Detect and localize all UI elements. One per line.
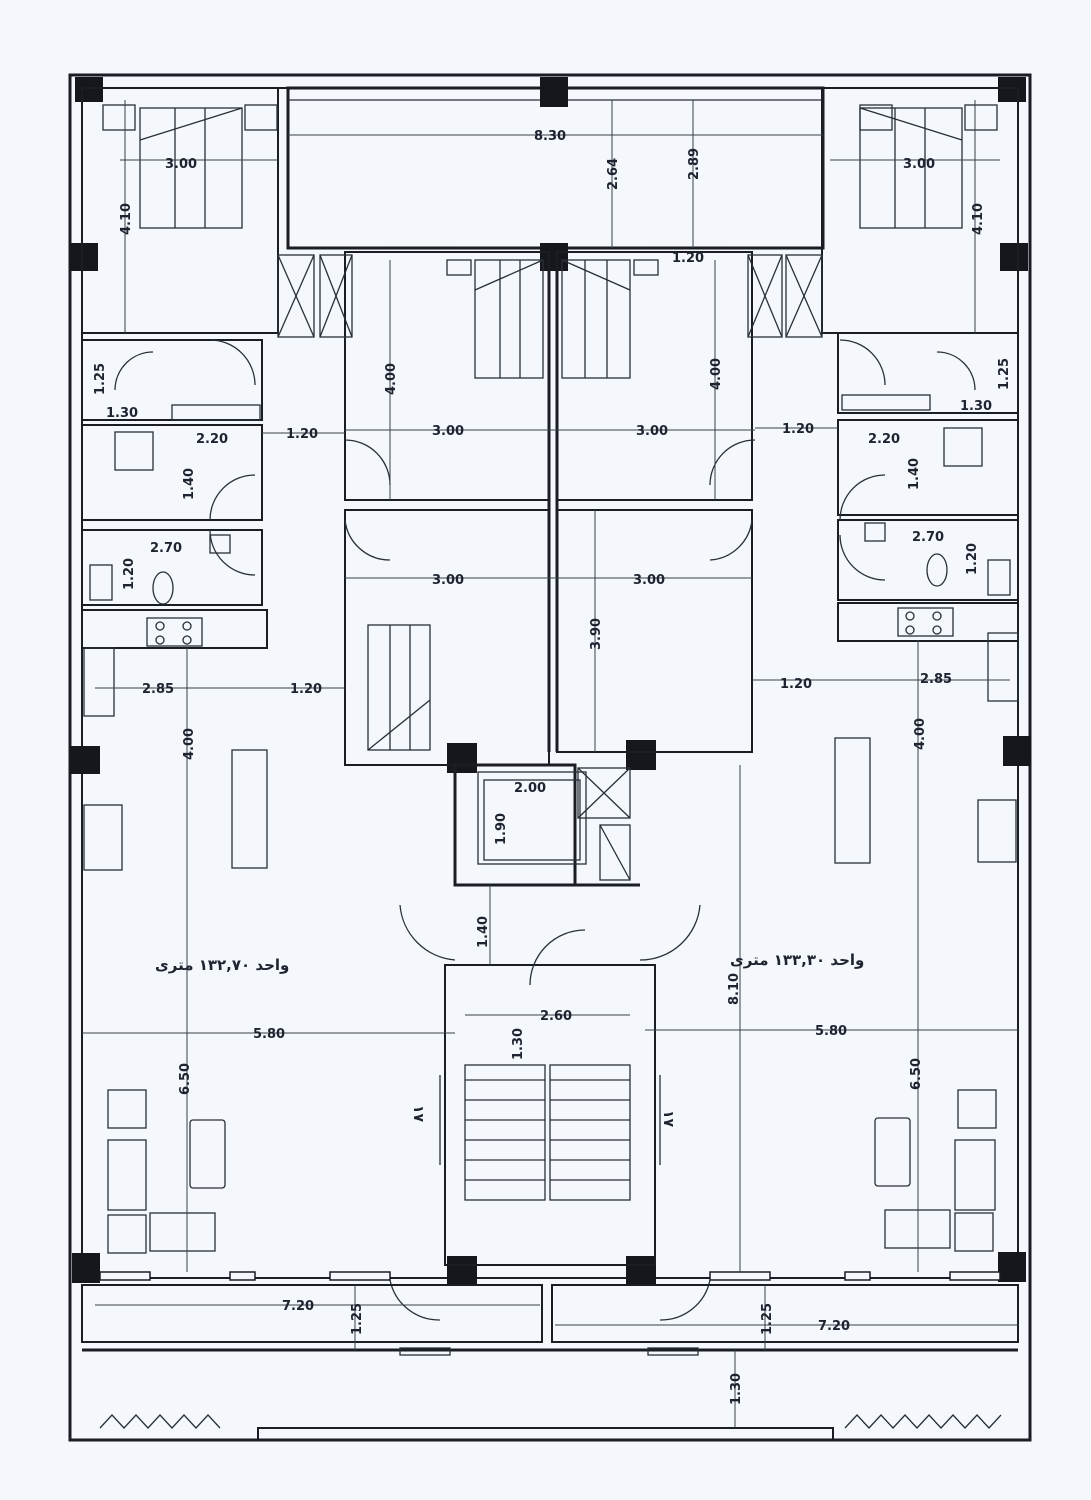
dim-bath-right-w: 2.20: [868, 432, 900, 447]
dim-stair-w: 2.60: [540, 1009, 572, 1024]
dim-liv-right-h: 6.50: [909, 1058, 924, 1090]
dim-bath-right-h: 1.40: [907, 458, 922, 490]
dim-balc-left-w: 7.20: [282, 1299, 314, 1314]
columns: [70, 77, 1031, 1286]
bedroom-low-right: [556, 509, 753, 753]
dim-top-width: 8.30: [534, 129, 566, 144]
dim-liv-right-w: 5.80: [815, 1024, 847, 1039]
bedroom-low-left: [344, 509, 550, 766]
dim-wash-left-h: 1.20: [122, 558, 137, 590]
dim-corr-left: 1.20: [286, 427, 318, 442]
dim-liv-left-w: 5.80: [253, 1027, 285, 1042]
dim-top-h1: 2.64: [606, 158, 621, 190]
dim-lift-w: 2.00: [514, 781, 546, 796]
dim-kit-right-h: 4.00: [913, 718, 928, 750]
dim-wash-right-h: 1.20: [965, 543, 980, 575]
dimension-lines: [82, 100, 1018, 1428]
dim-balc-right-w: 7.20: [818, 1319, 850, 1334]
dim-wash-right-w: 2.70: [912, 530, 944, 545]
dim-bed-left-h: 4.10: [119, 203, 134, 235]
living-furniture-left: [107, 1089, 226, 1254]
dim-unit-left-total: 8.10: [727, 973, 742, 1005]
living-furniture-right: [874, 1089, 997, 1252]
dim-kit-left-corr: 1.20: [290, 682, 322, 697]
dim-corr-right: 1.20: [782, 422, 814, 437]
dim-balc-right-h: 1.25: [760, 1303, 775, 1335]
dim-wc-right-w: 1.30: [960, 399, 992, 414]
dim-balc-left-h: 1.25: [350, 1303, 365, 1335]
bedroom-mid-left: [344, 251, 550, 501]
bedroom-top-right: [821, 87, 1019, 334]
dim-bed-right-w: 3.00: [903, 157, 935, 172]
kitchen-left: [83, 647, 268, 871]
dim-lobby-h: 1.40: [476, 916, 491, 948]
dim-kit-right-w: 2.85: [920, 672, 952, 687]
stair-count-left: ۱۷: [410, 1105, 426, 1123]
dim-bed-mid-right-h: 4.00: [709, 358, 724, 390]
dim-bath-left-h: 1.40: [182, 468, 197, 500]
wardrobes: [277, 254, 823, 881]
wet-rooms-left: [81, 339, 268, 649]
dim-bed-low-right-w: 3.00: [633, 573, 665, 588]
doors: [114, 339, 976, 1321]
dim-bed-mid-left-h: 4.00: [384, 363, 399, 395]
dim-lift-h: 1.90: [494, 813, 509, 845]
dim-bed-low-left-w: 3.00: [432, 573, 464, 588]
dim-wc-left-w: 1.30: [106, 406, 138, 421]
top-bay: [286, 86, 825, 250]
dim-bed-mid-right-w: 3.00: [636, 424, 668, 439]
dim-bath-left-w: 2.20: [196, 432, 228, 447]
wet-rooms-right: [837, 332, 1019, 642]
dim-top-h2: 2.89: [687, 148, 702, 180]
front-windows: [99, 1271, 1001, 1281]
dim-bed-right-h: 4.10: [971, 203, 986, 235]
dim-kit-right-corr: 1.20: [780, 677, 812, 692]
unit-label-right: واحد ۱۳۳,۳۰ متری: [730, 951, 864, 969]
dim-kit-left-w: 2.85: [142, 682, 174, 697]
balcony: [81, 1284, 1019, 1441]
dimension-labels: 8.30 2.64 2.89 1.20 3.00 4.10 3.00 4.10 …: [93, 129, 1012, 1405]
dim-balc-depth: 1.30: [729, 1373, 744, 1405]
dim-wc-left-h: 1.25: [93, 363, 108, 395]
bedroom-top-left: [81, 87, 279, 334]
unit-label-left: واحد ۱۳۲,۷۰ متری: [155, 956, 289, 974]
dim-bed-mid-left-w: 3.00: [432, 424, 464, 439]
dim-wc-right-h: 1.25: [997, 358, 1012, 390]
dim-bed-low-right-h: 3.90: [589, 618, 604, 650]
dim-bed-left-w: 3.00: [165, 157, 197, 172]
dim-wash-left-w: 2.70: [150, 541, 182, 556]
dim-top-window: 1.20: [672, 251, 704, 266]
bedroom-mid-right: [556, 251, 753, 501]
stair-count-right: ۱۷: [660, 1110, 676, 1128]
dim-stair-land: 1.30: [511, 1028, 526, 1060]
dim-liv-left-h: 6.50: [178, 1063, 193, 1095]
kitchen-right: [834, 632, 1019, 864]
dim-kit-left-h: 4.00: [182, 728, 197, 760]
core: [439, 763, 661, 1266]
